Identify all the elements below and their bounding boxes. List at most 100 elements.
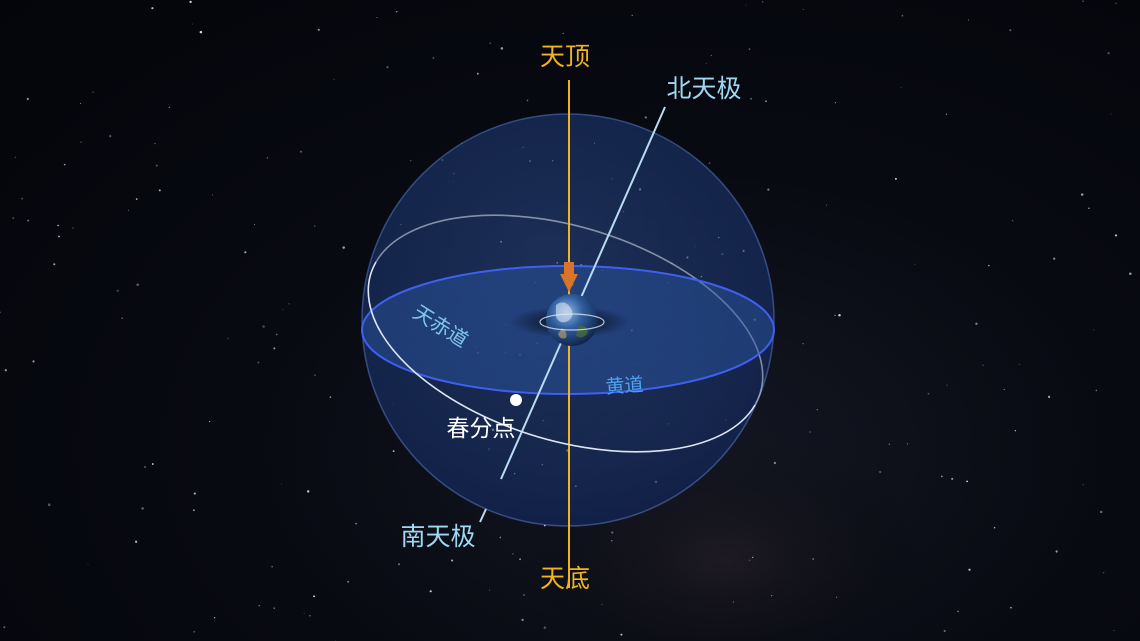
star (432, 57, 435, 59)
star (12, 217, 15, 220)
star (879, 470, 882, 474)
star (762, 1, 764, 3)
star (72, 227, 74, 229)
star (771, 595, 773, 597)
star (199, 30, 203, 34)
star (307, 490, 310, 493)
star (396, 11, 398, 13)
star (275, 333, 278, 336)
earth-equator-ring (539, 313, 605, 331)
star (765, 100, 767, 103)
star (1110, 113, 1112, 115)
star (988, 264, 990, 267)
star (888, 443, 890, 445)
ecliptic-ring-back (375, 214, 764, 406)
ecliptic-ring (367, 261, 756, 453)
star (26, 97, 29, 101)
star (500, 47, 504, 50)
star (4, 369, 7, 372)
star (32, 360, 35, 363)
star (208, 420, 211, 423)
star (562, 32, 564, 35)
star (244, 251, 247, 254)
star (410, 159, 412, 162)
star (53, 263, 56, 266)
star (901, 14, 904, 17)
star (946, 384, 948, 386)
star (262, 325, 265, 328)
star (825, 204, 827, 206)
star (273, 607, 275, 609)
star (1115, 2, 1117, 4)
star (802, 343, 804, 345)
star (299, 150, 303, 153)
star (333, 78, 335, 80)
star (476, 72, 479, 75)
star (58, 235, 60, 238)
star (1103, 572, 1105, 574)
star (914, 263, 916, 265)
star (451, 559, 454, 562)
star (80, 141, 82, 143)
star (927, 392, 930, 395)
star (79, 103, 81, 104)
star (975, 322, 978, 325)
star (257, 361, 260, 364)
star (151, 7, 154, 10)
star (63, 163, 66, 166)
star (968, 568, 971, 571)
star (1047, 395, 1051, 399)
star (309, 614, 311, 617)
star (1129, 272, 1132, 276)
vernal-equinox-label: 春分点 (447, 416, 516, 442)
star (943, 629, 946, 633)
star (611, 540, 613, 542)
star (749, 559, 751, 561)
star (1099, 510, 1103, 514)
star (136, 283, 139, 286)
star (135, 198, 138, 200)
star (392, 450, 395, 452)
star (109, 134, 112, 138)
star (489, 589, 491, 591)
star (347, 580, 350, 583)
star (329, 396, 332, 398)
ecliptic-label: 黄道 (605, 374, 644, 399)
zenith-label: 天顶 (540, 42, 590, 71)
star (191, 23, 193, 25)
star (1095, 389, 1098, 392)
star (816, 409, 818, 411)
star (1009, 29, 1012, 32)
star (3, 626, 6, 629)
star (940, 475, 943, 478)
star (155, 164, 158, 167)
star (116, 289, 119, 292)
star (314, 225, 316, 227)
star (1082, 0, 1084, 2)
star (271, 565, 273, 568)
star (1053, 257, 1056, 260)
star (519, 558, 522, 561)
north-celestial-pole-label: 北天极 (666, 74, 741, 103)
star (342, 246, 345, 249)
star (192, 509, 195, 512)
star (951, 477, 954, 480)
star (512, 553, 514, 555)
star (993, 527, 996, 529)
star (282, 309, 284, 311)
star (812, 558, 814, 560)
star (21, 197, 23, 200)
star (1081, 193, 1084, 196)
star (193, 631, 195, 633)
star (335, 639, 337, 641)
star (838, 314, 841, 317)
star (1014, 429, 1017, 432)
star (258, 604, 260, 607)
dot-icon (510, 394, 522, 406)
star (0, 311, 2, 314)
star (601, 604, 603, 605)
star (499, 536, 502, 539)
star (966, 480, 969, 483)
star (1107, 52, 1110, 55)
